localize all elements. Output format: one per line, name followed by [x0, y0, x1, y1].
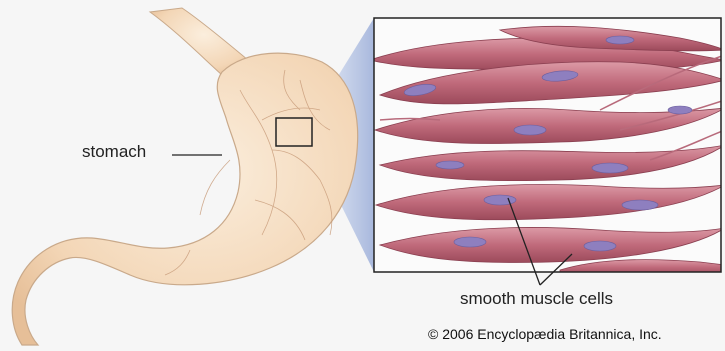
nucleus	[592, 163, 628, 173]
nucleus	[484, 195, 516, 205]
nucleus	[622, 200, 658, 210]
nucleus	[668, 106, 692, 114]
nucleus	[514, 125, 546, 135]
nucleus	[436, 161, 464, 169]
nucleus	[606, 36, 634, 44]
stomach-body	[12, 53, 357, 345]
nucleus	[454, 237, 486, 247]
stomach-label: stomach	[82, 142, 146, 162]
stomach	[12, 8, 357, 345]
muscle-cell-inset	[370, 18, 725, 275]
copyright-credit: © 2006 Encyclopædia Britannica, Inc.	[428, 326, 662, 342]
smooth-muscle-cells-label: smooth muscle cells	[460, 289, 613, 309]
nucleus	[584, 241, 616, 251]
